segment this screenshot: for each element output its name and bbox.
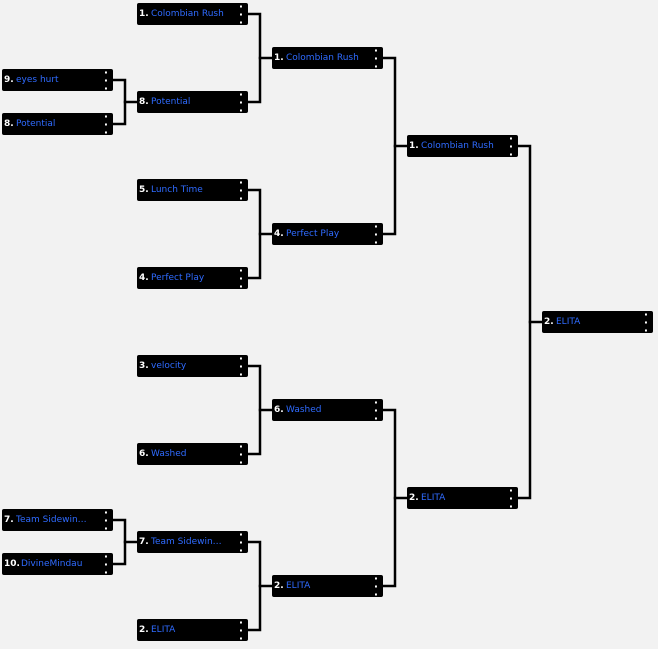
seed-number: 2. <box>544 317 554 327</box>
team-name-link[interactable]: Washed <box>151 449 187 459</box>
team-name-link[interactable]: ELITA <box>421 493 446 503</box>
kebab-menu-icon[interactable]: ··· <box>508 484 514 513</box>
kebab-menu-icon[interactable]: ··· <box>238 616 244 645</box>
seed-number: 1. <box>409 141 419 151</box>
team-name-link[interactable]: Perfect Play <box>151 273 205 283</box>
seed-number: 6. <box>274 405 284 415</box>
match-slot-r2-3[interactable]: 6. Washed ··· <box>272 396 383 425</box>
match-slot-r1-3[interactable]: 5. Lunch Time ··· <box>137 176 248 205</box>
team-name-link[interactable]: Potential <box>151 97 191 107</box>
match-slot-r1-5[interactable]: 3. velocity ··· <box>137 352 248 381</box>
seed-number: 10. <box>4 559 20 569</box>
match-slot-r1-4[interactable]: 4. Perfect Play ··· <box>137 264 248 293</box>
kebab-menu-icon[interactable]: ··· <box>238 528 244 557</box>
kebab-menu-icon[interactable]: ··· <box>373 220 379 249</box>
kebab-menu-icon[interactable]: ··· <box>373 396 379 425</box>
match-slot-r2-1[interactable]: 1. Colombian Rush ··· <box>272 44 383 73</box>
seed-number: 3. <box>139 361 149 371</box>
match-slot-playin-1[interactable]: 9. eyes hurt ··· <box>2 66 113 95</box>
kebab-menu-icon[interactable]: ··· <box>238 264 244 293</box>
team-name-link[interactable]: Team Sidewin… <box>151 537 222 547</box>
seed-number: 8. <box>139 97 149 107</box>
kebab-menu-icon[interactable]: ··· <box>373 572 379 601</box>
seed-number: 4. <box>139 273 149 283</box>
match-slot-playin-2[interactable]: 8. Potential ··· <box>2 110 113 139</box>
team-name-link[interactable]: Lunch Time <box>151 185 203 195</box>
match-slot-r3-1[interactable]: 1. Colombian Rush ··· <box>407 132 518 161</box>
seed-number: 7. <box>4 515 14 525</box>
match-slot-final[interactable]: 2. ELITA ··· <box>542 308 653 337</box>
match-slot-r1-8[interactable]: 2. ELITA ··· <box>137 616 248 645</box>
team-name-link[interactable]: ELITA <box>286 581 311 591</box>
team-name-link[interactable]: Perfect Play <box>286 229 340 239</box>
match-slot-r1-6[interactable]: 6. Washed ··· <box>137 440 248 469</box>
seed-number: 9. <box>4 75 14 85</box>
kebab-menu-icon[interactable]: ··· <box>373 44 379 73</box>
seed-number: 1. <box>139 9 149 19</box>
team-name-link[interactable]: Colombian Rush <box>286 53 359 63</box>
kebab-menu-icon[interactable]: ··· <box>103 110 109 139</box>
kebab-menu-icon[interactable]: ··· <box>238 88 244 117</box>
kebab-menu-icon[interactable]: ··· <box>238 0 244 29</box>
team-name-link[interactable]: DivineMindau <box>21 559 83 569</box>
seed-number: 7. <box>139 537 149 547</box>
seed-number: 4. <box>274 229 284 239</box>
team-name-link[interactable]: Team Sidewin… <box>16 515 87 525</box>
team-name-link[interactable]: velocity <box>151 361 187 371</box>
team-name-link[interactable]: Washed <box>286 405 322 415</box>
kebab-menu-icon[interactable]: ··· <box>238 352 244 381</box>
kebab-menu-icon[interactable]: ··· <box>103 550 109 579</box>
team-name-link[interactable]: Colombian Rush <box>151 9 224 19</box>
seed-number: 6. <box>139 449 149 459</box>
team-name-link[interactable]: ELITA <box>151 625 176 635</box>
match-slot-r3-2[interactable]: 2. ELITA ··· <box>407 484 518 513</box>
seed-number: 2. <box>274 581 284 591</box>
kebab-menu-icon[interactable]: ··· <box>508 132 514 161</box>
team-name-link[interactable]: Potential <box>16 119 56 129</box>
kebab-menu-icon[interactable]: ··· <box>238 176 244 205</box>
match-slot-r2-4[interactable]: 2. ELITA ··· <box>272 572 383 601</box>
seed-number: 5. <box>139 185 149 195</box>
kebab-menu-icon[interactable]: ··· <box>103 66 109 95</box>
match-slot-r1-2[interactable]: 8. Potential ··· <box>137 88 248 117</box>
seed-number: 8. <box>4 119 14 129</box>
match-slot-playin-4[interactable]: 10. DivineMindau ··· <box>2 550 113 579</box>
team-name-link[interactable]: Colombian Rush <box>421 141 494 151</box>
seed-number: 1. <box>274 53 284 63</box>
kebab-menu-icon[interactable]: ··· <box>643 308 649 337</box>
team-name-link[interactable]: eyes hurt <box>16 75 59 85</box>
match-slot-r2-2[interactable]: 4. Perfect Play ··· <box>272 220 383 249</box>
match-slot-playin-3[interactable]: 7. Team Sidewin… ··· <box>2 506 113 535</box>
match-slot-r1-1[interactable]: 1. Colombian Rush ··· <box>137 0 248 29</box>
team-name-link[interactable]: ELITA <box>556 317 581 327</box>
seed-number: 2. <box>139 625 149 635</box>
match-slot-r1-7[interactable]: 7. Team Sidewin… ··· <box>137 528 248 557</box>
kebab-menu-icon[interactable]: ··· <box>238 440 244 469</box>
seed-number: 2. <box>409 493 419 503</box>
kebab-menu-icon[interactable]: ··· <box>103 506 109 535</box>
